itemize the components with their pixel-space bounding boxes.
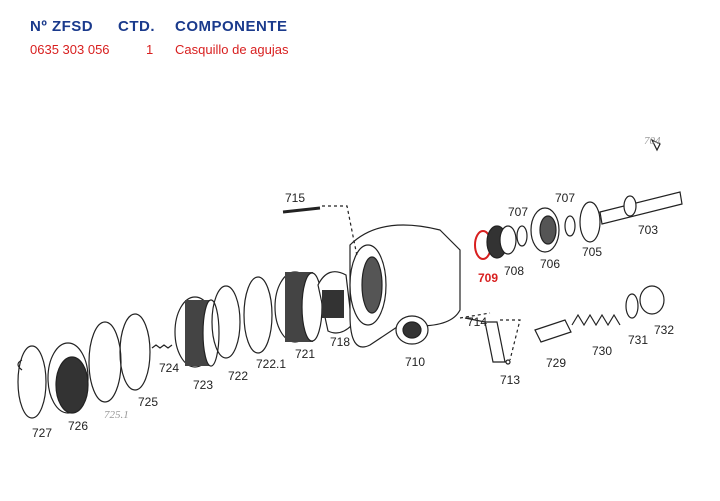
header-qty: CTD. bbox=[118, 18, 155, 35]
callout-713[interactable]: 713 bbox=[500, 373, 520, 387]
callout-707-a[interactable]: 707 bbox=[508, 205, 528, 219]
part-722-1-ring bbox=[243, 276, 273, 354]
callout-718[interactable]: 718 bbox=[330, 335, 350, 349]
part-708-bearing bbox=[499, 225, 517, 255]
part-730-spring bbox=[571, 313, 621, 327]
callout-722-1[interactable]: 722.1 bbox=[256, 357, 286, 371]
callout-705[interactable]: 705 bbox=[582, 245, 602, 259]
callout-721[interactable]: 721 bbox=[295, 347, 315, 361]
callout-714[interactable]: 714 bbox=[467, 315, 487, 329]
part-731-ring bbox=[625, 293, 639, 319]
callout-724[interactable]: 724 bbox=[159, 361, 179, 375]
callout-708[interactable]: 708 bbox=[504, 264, 524, 278]
part-704-key bbox=[650, 138, 661, 152]
part-729-valve bbox=[534, 319, 572, 343]
callout-706[interactable]: 706 bbox=[540, 257, 560, 271]
callout-703[interactable]: 703 bbox=[638, 223, 658, 237]
part-707-clip-b bbox=[564, 215, 576, 237]
part-715-pin bbox=[282, 206, 321, 214]
part-724-spring bbox=[151, 344, 173, 349]
header-component: COMPONENTE bbox=[175, 18, 288, 35]
part-705-ring bbox=[579, 201, 601, 243]
callout-725-1[interactable]: 725.1 bbox=[104, 409, 129, 421]
callout-731[interactable]: 731 bbox=[628, 333, 648, 347]
part-732-plug bbox=[639, 285, 665, 315]
callout-709[interactable]: 709 bbox=[478, 271, 498, 285]
part-703-shaft bbox=[599, 191, 683, 225]
row-part-number[interactable]: 0635 303 056 bbox=[30, 42, 110, 57]
callout-725[interactable]: 725 bbox=[138, 395, 158, 409]
part-722-ring bbox=[211, 285, 241, 359]
header-part-number: Nº ZFSD bbox=[30, 18, 94, 35]
part-713-screw bbox=[505, 359, 511, 365]
row-component[interactable]: Casquillo de agujas bbox=[175, 42, 289, 57]
callout-715[interactable]: 715 bbox=[285, 191, 305, 205]
part-707-clip-a bbox=[516, 225, 528, 247]
callout-727[interactable]: 727 bbox=[32, 426, 52, 440]
callout-726[interactable]: 726 bbox=[68, 419, 88, 433]
callout-732[interactable]: 732 bbox=[654, 323, 674, 337]
callout-723[interactable]: 723 bbox=[193, 378, 213, 392]
part-714-bracket bbox=[484, 321, 506, 363]
callout-704[interactable]: 704 bbox=[644, 135, 661, 147]
callout-710[interactable]: 710 bbox=[405, 355, 425, 369]
callout-722[interactable]: 722 bbox=[228, 369, 248, 383]
row-qty: 1 bbox=[146, 42, 154, 57]
callout-707-b[interactable]: 707 bbox=[555, 191, 575, 205]
part-727-ring bbox=[17, 345, 47, 419]
callout-730[interactable]: 730 bbox=[592, 344, 612, 358]
callout-729[interactable]: 729 bbox=[546, 356, 566, 370]
part-725-ring bbox=[88, 321, 122, 403]
